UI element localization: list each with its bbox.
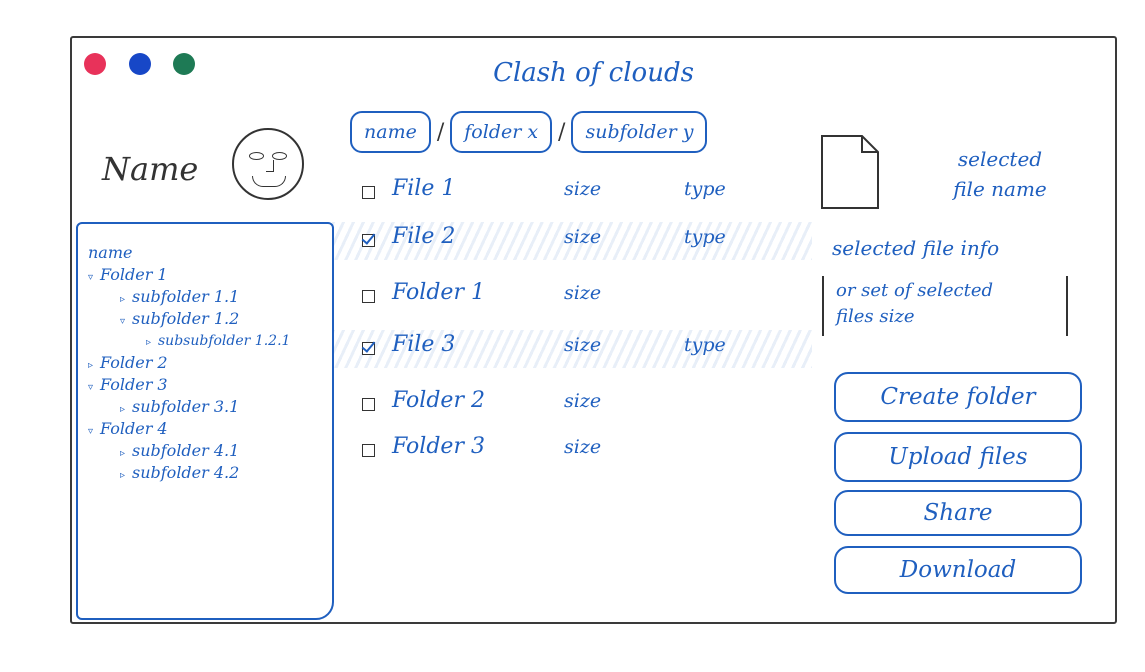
row-checkbox-checked[interactable] bbox=[362, 234, 375, 247]
avatar-eye-left bbox=[249, 152, 264, 160]
selected-file-name: selected file name bbox=[910, 144, 1090, 204]
selected-file-name-text: file name bbox=[953, 177, 1047, 201]
tree-node-label: Folder 3 bbox=[100, 375, 168, 394]
row-checkbox-checked[interactable] bbox=[362, 342, 375, 355]
breadcrumb: name / folder x / subfolder y bbox=[350, 110, 708, 154]
selected-files-size: or set of selected files size bbox=[822, 276, 1068, 336]
breadcrumb-separator: / bbox=[558, 119, 566, 145]
triangle-down-icon[interactable]: ▿ bbox=[120, 316, 126, 327]
triangle-right-icon[interactable]: ▹ bbox=[120, 294, 126, 305]
triangle-right-icon[interactable]: ▹ bbox=[120, 404, 126, 415]
file-row-selected[interactable]: File 3 size type bbox=[332, 330, 812, 368]
file-size: size bbox=[564, 334, 602, 356]
profile-name: Name bbox=[102, 150, 199, 188]
selected-file-info: selected file info bbox=[832, 236, 1000, 260]
tree-node-folder-2[interactable]: ▹ Folder 2 bbox=[88, 352, 324, 374]
file-row-selected[interactable]: File 2 size type bbox=[332, 222, 812, 260]
file-type: type bbox=[684, 226, 726, 248]
breadcrumb-item-subfolder[interactable]: subfolder y bbox=[571, 111, 708, 153]
app-window: Clash of clouds Name name ▿ Folder 1 ▹ sub… bbox=[70, 36, 1117, 624]
tree-node-label: subfolder 3.1 bbox=[132, 397, 240, 416]
triangle-right-icon[interactable]: ▹ bbox=[120, 448, 126, 459]
tree-node-label: Folder 1 bbox=[100, 265, 168, 284]
triangle-right-icon[interactable]: ▹ bbox=[146, 337, 152, 348]
tree-node-folder-4[interactable]: ▿ Folder 4 bbox=[88, 418, 324, 440]
breadcrumb-item-root[interactable]: name bbox=[350, 111, 431, 153]
tree-node-subfolder-3-1[interactable]: ▹ subfolder 3.1 bbox=[88, 396, 324, 418]
file-size: size bbox=[564, 390, 602, 412]
row-checkbox[interactable] bbox=[362, 398, 375, 411]
download-button[interactable]: Download bbox=[834, 546, 1082, 594]
avatar-nose bbox=[266, 160, 274, 172]
tree-node-folder-3[interactable]: ▿ Folder 3 bbox=[88, 374, 324, 396]
file-name: Folder 3 bbox=[392, 434, 485, 459]
tree-node-label: subsubfolder 1.2.1 bbox=[158, 333, 291, 349]
avatar[interactable] bbox=[232, 128, 304, 200]
file-size: size bbox=[564, 226, 602, 248]
selected-file-label: selected bbox=[957, 147, 1043, 171]
tree-node-label: subfolder 4.2 bbox=[132, 463, 240, 482]
file-name: Folder 1 bbox=[392, 280, 485, 305]
breadcrumb-item-folder[interactable]: folder x bbox=[450, 111, 553, 153]
maximize-window-button[interactable] bbox=[173, 53, 195, 75]
document-icon bbox=[821, 135, 879, 209]
folder-tree: name ▿ Folder 1 ▹ subfolder 1.1 ▿ subfolder… bbox=[76, 222, 334, 620]
file-name: Folder 2 bbox=[392, 388, 485, 413]
create-folder-button[interactable]: Create folder bbox=[834, 372, 1082, 422]
tree-node-subfolder-4-1[interactable]: ▹ subfolder 4.1 bbox=[88, 440, 324, 462]
tree-node-subfolder-4-2[interactable]: ▹ subfolder 4.2 bbox=[88, 462, 324, 484]
avatar-eye-right bbox=[272, 152, 287, 160]
tree-root[interactable]: name bbox=[88, 243, 133, 262]
upload-files-button[interactable]: Upload files bbox=[834, 432, 1082, 482]
file-row[interactable]: Folder 1 size bbox=[354, 278, 794, 316]
breadcrumb-separator: / bbox=[436, 119, 445, 145]
tree-node-label: subfolder 4.1 bbox=[132, 441, 240, 460]
selected-files-size-line: files size bbox=[836, 306, 915, 327]
triangle-right-icon[interactable]: ▹ bbox=[88, 360, 94, 371]
tree-node-subsubfolder-1-2-1[interactable]: ▹ subsubfolder 1.2.1 bbox=[88, 330, 324, 352]
file-size: size bbox=[564, 282, 602, 304]
file-name: File 1 bbox=[392, 176, 456, 201]
tree-node-label: subfolder 1.2 bbox=[132, 309, 240, 328]
tree-node-label: Folder 2 bbox=[100, 353, 168, 372]
file-type: type bbox=[684, 178, 726, 200]
file-name: File 2 bbox=[392, 224, 456, 249]
avatar-mouth bbox=[252, 176, 286, 187]
tree-node-subfolder-1-2[interactable]: ▿ subfolder 1.2 bbox=[88, 308, 324, 330]
close-window-button[interactable] bbox=[84, 53, 106, 75]
file-name: File 3 bbox=[392, 332, 456, 357]
row-checkbox[interactable] bbox=[362, 186, 375, 199]
app-title: Clash of clouds bbox=[493, 58, 694, 88]
selected-files-size-line: or set of selected bbox=[836, 280, 994, 301]
tree-node-label: Folder 4 bbox=[100, 419, 168, 438]
triangle-right-icon[interactable]: ▹ bbox=[120, 470, 126, 481]
row-checkbox[interactable] bbox=[362, 444, 375, 457]
file-row[interactable]: File 1 size type bbox=[354, 174, 794, 212]
triangle-down-icon[interactable]: ▿ bbox=[88, 272, 94, 283]
file-size: size bbox=[564, 178, 602, 200]
file-type: type bbox=[684, 334, 726, 356]
tree-node-subfolder-1-1[interactable]: ▹ subfolder 1.1 bbox=[88, 286, 324, 308]
file-size: size bbox=[564, 436, 602, 458]
triangle-down-icon[interactable]: ▿ bbox=[88, 426, 94, 437]
minimize-window-button[interactable] bbox=[129, 53, 151, 75]
row-checkbox[interactable] bbox=[362, 290, 375, 303]
file-row[interactable]: Folder 2 size bbox=[354, 386, 794, 424]
file-row[interactable]: Folder 3 size bbox=[354, 432, 794, 470]
tree-node-folder-1[interactable]: ▿ Folder 1 bbox=[88, 264, 324, 286]
triangle-down-icon[interactable]: ▿ bbox=[88, 382, 94, 393]
share-button[interactable]: Share bbox=[834, 490, 1082, 536]
tree-node-label: subfolder 1.1 bbox=[132, 287, 240, 306]
